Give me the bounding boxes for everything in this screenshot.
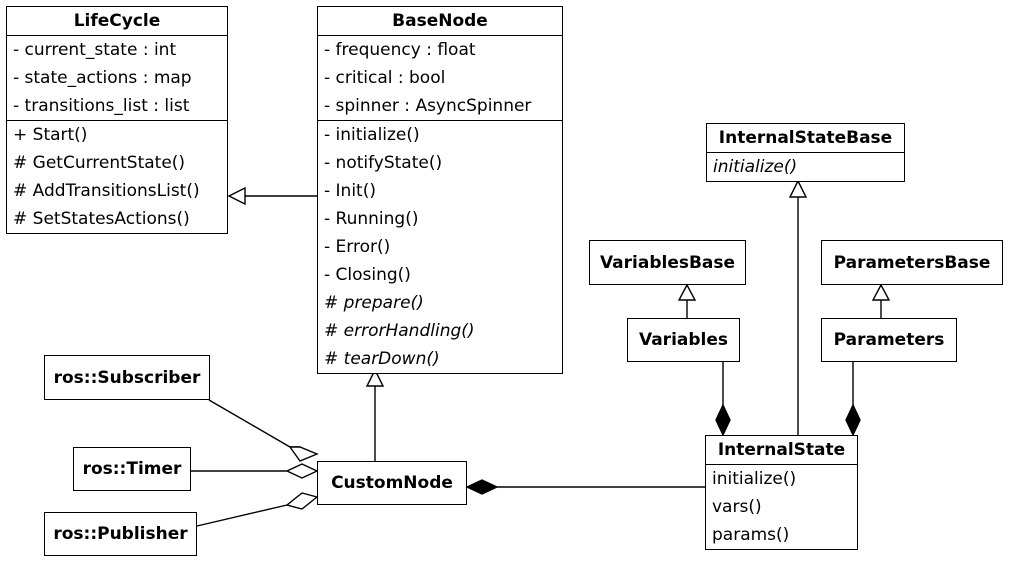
ros-timer-class[interactable]: ros::Timer xyxy=(73,447,191,491)
publisher-aggregation-diamond xyxy=(285,492,319,510)
internalstate-methods: initialize() vars() params() xyxy=(706,464,857,549)
basenode-methods: - initialize() - notifyState() - Init() … xyxy=(318,120,562,373)
method: # AddTransitionsList() xyxy=(13,181,200,201)
lifecycle-attributes: - current_state : int - state_actions : … xyxy=(7,35,227,120)
lifecycle-methods: + Start() # GetCurrentState() # AddTrans… xyxy=(7,120,227,233)
attribute: - critical : bool xyxy=(324,68,446,88)
abstract-method: # tearDown() xyxy=(324,349,440,369)
method: # GetCurrentState() xyxy=(13,153,186,173)
parametersbase-generalization-arrow xyxy=(871,283,891,301)
attribute: - spinner : AsyncSpinner xyxy=(324,96,532,116)
variables-class[interactable]: Variables xyxy=(627,318,740,362)
subscriber-aggregation-diamond xyxy=(288,446,319,462)
customnode-composition-diamond xyxy=(465,479,499,495)
method: vars() xyxy=(712,497,762,517)
parameters-class[interactable]: Parameters xyxy=(821,318,957,362)
method: + Start() xyxy=(13,125,88,145)
variablesbase-title: VariablesBase xyxy=(599,252,736,273)
method: - Init() xyxy=(324,181,376,201)
ros-timer-title: ros::Timer xyxy=(82,459,182,479)
parameters-title: Parameters xyxy=(833,330,945,350)
basenode-class[interactable]: BaseNode - frequency : float - critical … xyxy=(317,6,563,374)
abstract-method: # prepare() xyxy=(324,293,424,313)
variables-composition-diamond xyxy=(715,403,731,437)
subscriber-aggregation-line xyxy=(208,399,300,448)
attribute: - transitions_list : list xyxy=(13,96,190,116)
basenode-title: BaseNode xyxy=(392,11,488,31)
customnode-class[interactable]: CustomNode xyxy=(317,461,467,505)
attribute: - current_state : int xyxy=(13,40,177,60)
parametersbase-title: ParametersBase xyxy=(833,252,991,273)
method: params() xyxy=(712,525,790,545)
ros-publisher-title: ros::Publisher xyxy=(53,524,188,544)
method: - Closing() xyxy=(324,265,411,285)
lifecycle-title: LifeCycle xyxy=(73,11,161,31)
internalstate-title: InternalState xyxy=(717,440,846,460)
method: initialize() xyxy=(712,469,797,489)
internalstatebase-class[interactable]: InternalStateBase initialize() xyxy=(706,123,905,182)
variablesbase-generalization-arrow xyxy=(677,283,697,301)
ros-subscriber-title: ros::Subscriber xyxy=(53,367,201,388)
abstract-method: # errorHandling() xyxy=(324,321,475,341)
internalstatebase-methods: initialize() xyxy=(707,152,904,181)
ros-publisher-class[interactable]: ros::Publisher xyxy=(44,512,197,556)
internalstate-class[interactable]: InternalState initialize() vars() params… xyxy=(705,435,858,550)
ros-subscriber-class[interactable]: ros::Subscriber xyxy=(44,355,210,400)
internalstatebase-generalization-arrow xyxy=(788,179,808,198)
attribute: - frequency : float xyxy=(324,40,476,60)
parametersbase-class[interactable]: ParametersBase xyxy=(821,240,1003,285)
method: - initialize() xyxy=(324,125,420,145)
publisher-aggregation-line xyxy=(196,504,288,527)
customnode-title: CustomNode xyxy=(331,473,453,493)
method: - Running() xyxy=(324,209,419,229)
abstract-method: initialize() xyxy=(713,157,798,177)
method: # SetStatesActions() xyxy=(13,209,190,229)
basenode-attributes: - frequency : float - critical : bool - … xyxy=(318,35,562,120)
attribute: - state_actions : map xyxy=(13,68,192,88)
variables-title: Variables xyxy=(638,330,729,350)
timer-aggregation-diamond xyxy=(285,463,319,479)
variablesbase-class[interactable]: VariablesBase xyxy=(589,240,746,285)
internalstatebase-title: InternalStateBase xyxy=(718,128,893,148)
parameters-composition-diamond xyxy=(845,403,861,437)
lifecycle-class[interactable]: LifeCycle - current_state : int - state_… xyxy=(6,6,228,234)
lifecycle-generalization-arrow xyxy=(227,186,246,206)
basenode-generalization-arrow xyxy=(365,368,385,387)
method: - notifyState() xyxy=(324,153,443,173)
method: - Error() xyxy=(324,237,391,257)
